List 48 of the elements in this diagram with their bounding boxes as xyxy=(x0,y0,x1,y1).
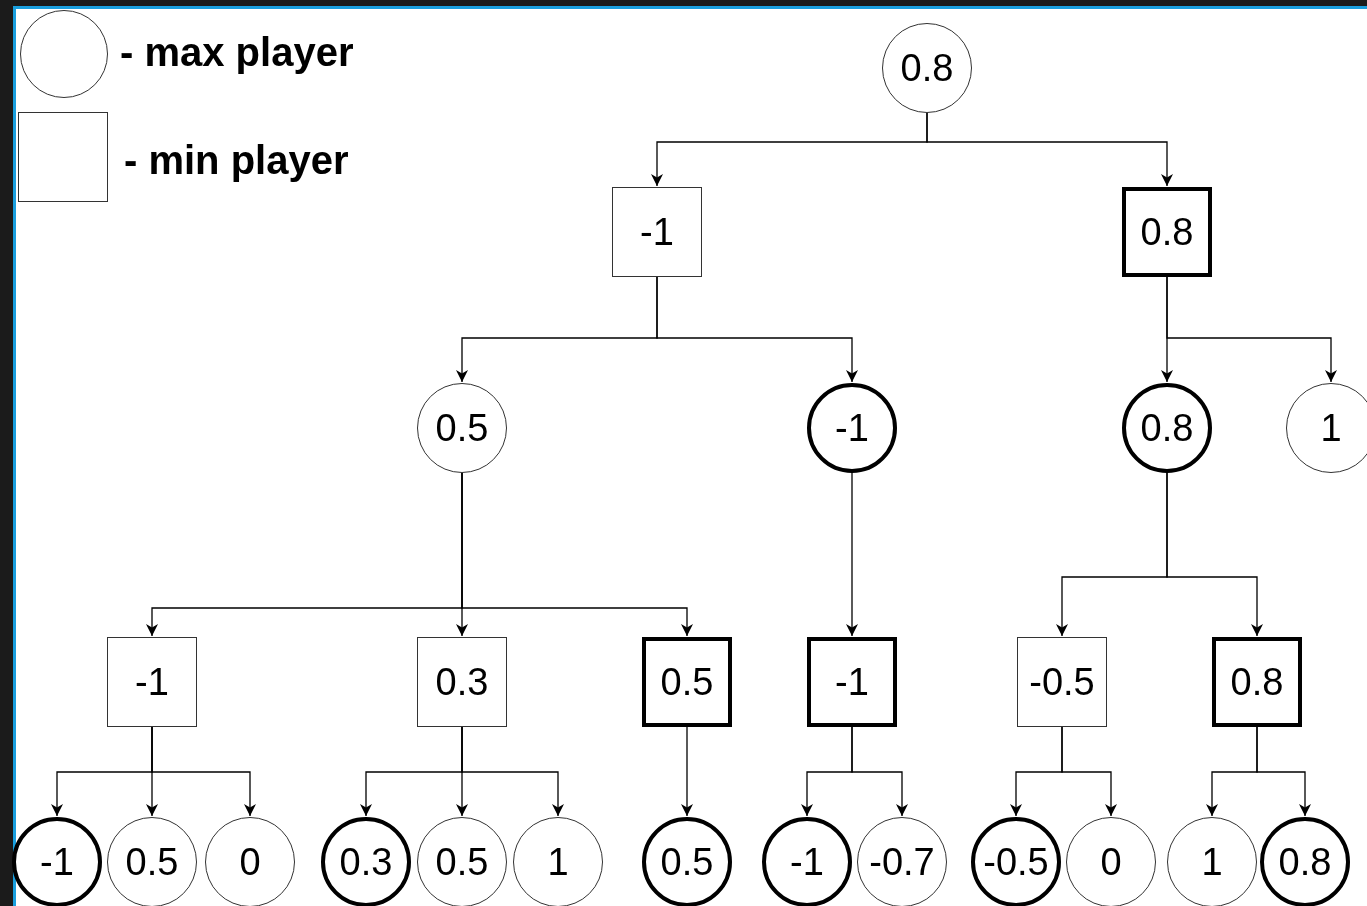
node-value: -1 xyxy=(40,843,74,881)
node-value: 0.8 xyxy=(1278,843,1332,881)
arrow xyxy=(461,472,693,637)
node-value: 0.5 xyxy=(125,843,179,881)
node-value: 0.8 xyxy=(900,49,954,87)
arrow xyxy=(926,112,1173,187)
arrow xyxy=(1166,276,1337,383)
node-value: -0.5 xyxy=(983,843,1049,881)
node-value: 0.8 xyxy=(1140,213,1194,251)
arrow xyxy=(461,726,564,817)
min-node-square-highlighted xyxy=(807,637,897,727)
node-value: 0.3 xyxy=(435,663,489,701)
node-value: 1 xyxy=(1320,409,1342,447)
arrow xyxy=(846,472,858,637)
node-value: 0.5 xyxy=(660,843,714,881)
node-value: 0.3 xyxy=(339,843,393,881)
node-value: 0.8 xyxy=(1140,409,1194,447)
node-value: 0 xyxy=(239,843,261,881)
min-node-square xyxy=(1017,637,1107,727)
node-value: 0.8 xyxy=(1230,663,1284,701)
node-value: -0.7 xyxy=(869,843,935,881)
arrow xyxy=(656,276,858,383)
min-node-square xyxy=(612,187,702,277)
arrow xyxy=(1061,726,1117,817)
node-value: -1 xyxy=(640,213,674,251)
min-node-square-highlighted xyxy=(1212,637,1302,727)
min-node-square-highlighted xyxy=(1122,187,1212,277)
arrow xyxy=(1166,472,1263,637)
node-value: 0.5 xyxy=(435,843,489,881)
legend-label: - max player xyxy=(120,32,354,72)
arrow xyxy=(681,726,693,817)
arrow xyxy=(851,726,908,817)
node-value: -1 xyxy=(835,409,869,447)
node-value: 1 xyxy=(1201,843,1223,881)
min-node-square xyxy=(107,637,197,727)
node-value: -1 xyxy=(135,663,169,701)
legend-label: - min player xyxy=(124,140,349,180)
node-value: 1 xyxy=(547,843,569,881)
arrow xyxy=(1256,726,1311,817)
arrow xyxy=(151,726,256,817)
min-node-square xyxy=(417,637,507,727)
node-value: 0 xyxy=(1100,843,1122,881)
node-value: -1 xyxy=(790,843,824,881)
node-value: -0.5 xyxy=(1029,663,1095,701)
node-value: 0.5 xyxy=(435,409,489,447)
node-value: 0.5 xyxy=(660,663,714,701)
node-value: -1 xyxy=(835,663,869,701)
min-node-square-highlighted xyxy=(642,637,732,727)
